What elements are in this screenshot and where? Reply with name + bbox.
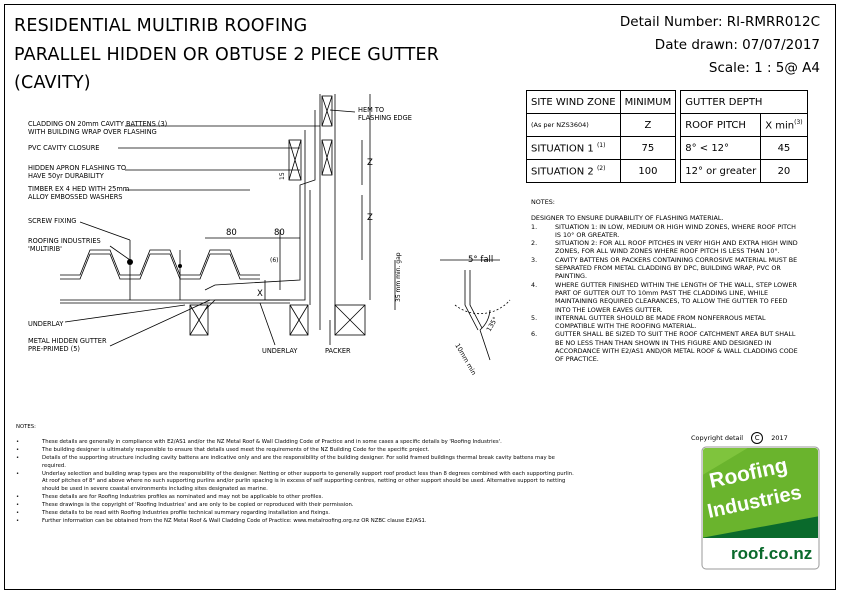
detail-number: Detail Number: RI-RMRR012C: [619, 14, 820, 30]
row2-zone: SITUATION 2: [531, 166, 594, 178]
dim-fall: 5° fall: [468, 255, 493, 265]
dim-15: 15: [279, 172, 286, 180]
note-item: 6.GUTTER SHALL BE SIZED TO SUIT THE ROOF…: [531, 330, 798, 364]
gutter-depth-table: SITE WIND ZONE MINIMUM GUTTER DEPTH (As …: [526, 90, 808, 183]
bottom-note-item: •The building designer is ultimately res…: [16, 446, 430, 453]
notes-bottom-heading: NOTES:: [16, 424, 36, 430]
dim-x: X: [257, 289, 263, 299]
label-underlay-bottom: UNDERLAY: [262, 347, 298, 355]
row1-pitch: 8° < 12°: [680, 136, 762, 160]
label-screw: SCREW FIXING: [28, 217, 76, 225]
bottom-note-item: •Underlay selection and building wrap ty…: [16, 470, 574, 493]
label-pvc: PVC CAVITY CLOSURE: [28, 144, 99, 152]
label-underlay-left: UNDERLAY: [28, 320, 64, 328]
th-nzs3604: (As per NZS3604): [526, 113, 621, 137]
dim-10-min: 10mm min: [453, 342, 478, 377]
th-roof-pitch: ROOF PITCH: [680, 113, 762, 137]
date-drawn: Date drawn: 07/07/2017: [654, 37, 820, 53]
th-x-min: X min: [765, 120, 795, 132]
bottom-note-item: •These details to be read with Roofing I…: [16, 510, 330, 517]
copyright-year: 2017: [771, 434, 788, 442]
row2-note: (2): [596, 164, 606, 172]
row1-x: 45: [760, 136, 808, 160]
label-ri: ROOFING INDUSTRIES'MULTIRIB': [28, 237, 101, 253]
dim-135: 135°: [485, 315, 500, 333]
notes-right-intro: DESIGNER TO ENSURE DURABILITY OF FLASHIN…: [531, 214, 724, 223]
dim-35-gap: 35 mm min. gap: [395, 252, 402, 302]
notes-right-heading: NOTES:: [531, 198, 555, 206]
bottom-note-item: •Details of the supporting structure inc…: [16, 454, 555, 469]
bottom-note-item: •These drawings is the copyright of 'Roo…: [16, 502, 354, 509]
row2-pitch: 12° or greater: [680, 159, 762, 183]
note-item: 4.WHERE GUTTER FINISHED WITHIN THE LENGT…: [531, 280, 797, 314]
label-packer: PACKER: [325, 347, 351, 355]
note-item: 5.INTERNAL GUTTER SHOULD BE MADE FROM NO…: [531, 313, 766, 331]
dim-z-upper: Z: [367, 158, 373, 168]
title-line-1: RESIDENTIAL MULTIRIB ROOFING: [14, 16, 308, 36]
th-x-note: (3): [794, 118, 803, 126]
title-line-2: PARALLEL HIDDEN OR OBTUSE 2 PIECE GUTTER: [14, 45, 440, 65]
notes-right: NOTES: DESIGNER TO ENSURE DURABILITY OF …: [531, 198, 801, 364]
row1-zone: SITUATION 1: [531, 143, 594, 155]
dim-80-b: 80: [274, 228, 285, 238]
bottom-note-item: •These details are for Roofing Industrie…: [16, 494, 324, 501]
dim-80-a: 80: [226, 228, 237, 238]
title-line-3: (CAVITY): [14, 73, 91, 93]
row2-min: 100: [619, 159, 677, 183]
copyright-text: Copyright detail: [691, 434, 744, 442]
label-cladding: CLADDING ON 20mm CAVITY BATTENS (3)WITH …: [28, 120, 167, 136]
bottom-note-item: •Further information can be obtained fro…: [16, 517, 427, 524]
row2-x: 20: [760, 159, 808, 183]
note-item: 3.CAVITY BATTENS OR PACKERS CONTAINING C…: [531, 255, 798, 281]
drawing-sheet-border: [4, 4, 836, 590]
th-z: Z: [619, 113, 677, 137]
copyright-symbol-icon: C: [751, 432, 764, 444]
th-site-wind-zone: SITE WIND ZONE: [526, 90, 621, 114]
dim-6: (6): [270, 257, 279, 264]
note-item: 2.SITUATION 2: FOR ALL ROOF PITCHES IN V…: [531, 239, 798, 256]
th-gutter-depth: GUTTER DEPTH: [680, 90, 808, 114]
row1-note: (1): [596, 141, 606, 149]
notes-bottom: NOTES: •These details are generally in c…: [16, 424, 576, 526]
note-item: 1.SITUATION 1: IN LOW, MEDIUM OR HIGH WI…: [531, 222, 796, 239]
roofing-industries-logo: Roofing Industries roof.co.nz: [701, 446, 820, 570]
scale: Scale: 1 : 5@ A4: [708, 60, 820, 76]
dim-z-lower: Z: [367, 213, 373, 223]
copyright-line: Copyright detail C 2017: [691, 432, 788, 444]
bottom-note-item: •These details are generally in complian…: [16, 438, 502, 445]
logo-url: roof.co.nz: [731, 544, 812, 563]
